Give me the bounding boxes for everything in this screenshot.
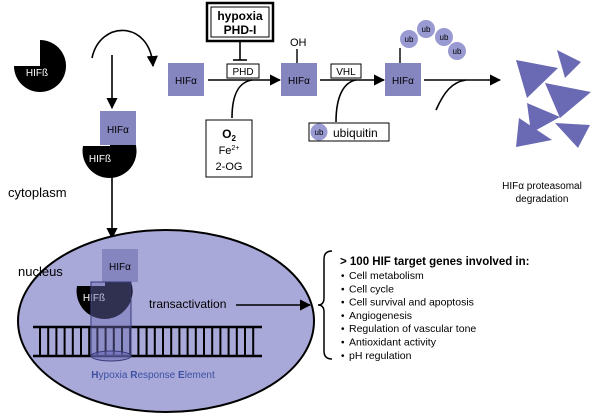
degradation-label-2: degradation bbox=[516, 194, 569, 205]
svg-text:O2: O2 bbox=[222, 127, 236, 143]
targets-title: > 100 HIF target genes involved in: bbox=[340, 256, 530, 268]
target-bullet: • bbox=[341, 351, 345, 362]
target-gene-item: Cell survival and apoptosis bbox=[349, 297, 474, 309]
transactivation-label: transactivation bbox=[149, 297, 226, 311]
svg-text:ub: ub bbox=[315, 128, 324, 137]
hre-label: Hypoxia Response Element bbox=[91, 370, 215, 381]
svg-text:ub: ub bbox=[422, 25, 431, 34]
target-gene-item: Cell cycle bbox=[349, 283, 394, 295]
svg-text:HIFß: HIFß bbox=[26, 68, 48, 79]
hypoxia-phd-i-box: hypoxia PHD-I bbox=[205, 1, 275, 43]
target-gene-item: pH regulation bbox=[349, 350, 412, 362]
target-bracket bbox=[317, 250, 333, 360]
ubiquitin-curve bbox=[335, 79, 357, 123]
svg-text:VHL: VHL bbox=[336, 67, 356, 78]
svg-text:HIFα: HIFα bbox=[107, 125, 129, 136]
cofactor-curve bbox=[231, 79, 253, 119]
nucleus bbox=[17, 229, 315, 413]
target-gene-item: Angiogenesis bbox=[349, 310, 412, 322]
hif-dimer-cytoplasm: HIFα HIFß bbox=[82, 111, 137, 178]
target-gene-item: Regulation of vascular tone bbox=[349, 323, 476, 335]
target-bullet: • bbox=[341, 338, 345, 349]
svg-text:HIFß: HIFß bbox=[89, 154, 111, 165]
hif-alpha-box-2 bbox=[281, 63, 317, 96]
svg-text:ub: ub bbox=[440, 33, 449, 42]
svg-text:Fe2+: Fe2+ bbox=[219, 145, 240, 157]
target-gene-list: • Cell metabolism • Cell cycle • Cell surviva… bbox=[341, 270, 476, 362]
target-bullet: • bbox=[341, 311, 345, 322]
target-bullet: • bbox=[341, 271, 345, 282]
svg-text:HIFα: HIFα bbox=[109, 262, 131, 273]
proteasomal-fragments bbox=[516, 50, 591, 148]
arrow-to-hif-alpha bbox=[91, 29, 158, 68]
oh-label: OH bbox=[290, 37, 307, 49]
svg-text:ub: ub bbox=[405, 35, 414, 44]
svg-text:HIFα: HIFα bbox=[175, 76, 197, 87]
svg-text:2-OG: 2-OG bbox=[216, 161, 243, 173]
svg-text:HIFα: HIFα bbox=[288, 76, 310, 87]
hif-beta-top: HIFß bbox=[14, 40, 66, 92]
ubiquitin-box: ub ubiquitin bbox=[308, 122, 390, 142]
hif-alpha-box-3 bbox=[385, 63, 421, 96]
svg-text:HIFα: HIFα bbox=[392, 76, 414, 87]
target-bullet: • bbox=[341, 324, 345, 335]
dna-ladder bbox=[33, 325, 262, 358]
svg-text:HIFß: HIFß bbox=[83, 293, 105, 304]
target-bullet: • bbox=[341, 298, 345, 309]
target-bullet: • bbox=[341, 284, 345, 295]
target-gene-item: Antioxidant activity bbox=[349, 337, 437, 349]
nucleus-label: nucleus bbox=[18, 264, 63, 279]
cofactors-box: O2 Fe2+ 2-OG bbox=[205, 119, 253, 178]
svg-text:hypoxia: hypoxia bbox=[217, 9, 263, 23]
vhl-box: VHL bbox=[330, 63, 362, 79]
degradation-curve bbox=[435, 79, 467, 111]
svg-text:PHD-I: PHD-I bbox=[224, 23, 257, 37]
target-gene-item: Cell metabolism bbox=[349, 270, 424, 282]
svg-text:ubiquitin: ubiquitin bbox=[333, 126, 378, 140]
phd-box: PHD bbox=[226, 63, 260, 79]
cytoplasm-label: cytoplasm bbox=[8, 185, 67, 200]
svg-text:PHD: PHD bbox=[232, 67, 253, 78]
hif-alpha-box-1 bbox=[168, 63, 204, 96]
hre-binding-cylinder bbox=[90, 281, 132, 362]
degradation-label-1: HIFα proteasomal bbox=[502, 181, 582, 192]
svg-text:ub: ub bbox=[453, 47, 462, 56]
ub-chain: ub ub ub ub bbox=[400, 20, 466, 60]
